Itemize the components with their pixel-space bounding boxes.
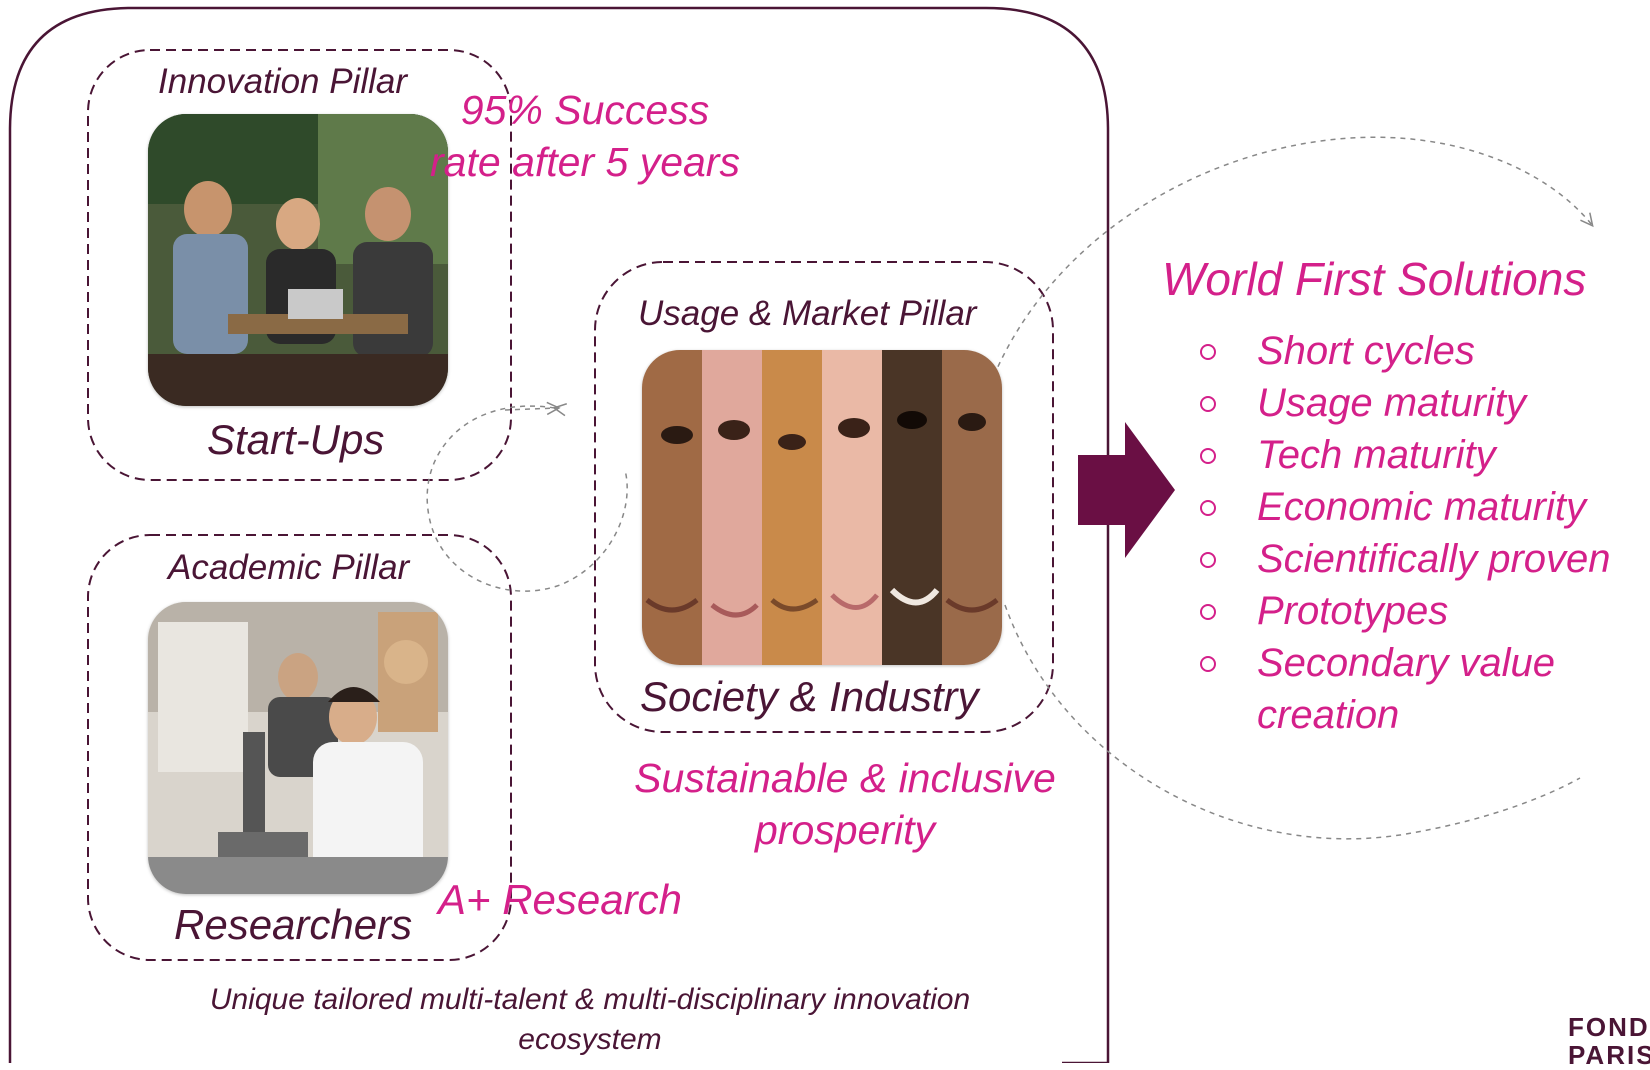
bullet-icon bbox=[1200, 448, 1216, 464]
bullet-icon bbox=[1200, 552, 1216, 568]
usage-pillar-caption: Society & Industry bbox=[640, 673, 979, 720]
innovation-stat: 95% Success rate after 5 years bbox=[430, 87, 740, 185]
academic-pillar-caption: Researchers bbox=[174, 901, 413, 948]
solutions-item: Prototypes bbox=[1200, 585, 1650, 637]
solutions-title: World First Solutions bbox=[1162, 253, 1587, 305]
solutions-item: Tech maturity bbox=[1200, 429, 1650, 481]
bullet-icon bbox=[1200, 396, 1216, 412]
innovation-pillar-caption: Start-Ups bbox=[207, 416, 385, 463]
pillar-connector-loop bbox=[426, 403, 628, 592]
solutions-item: Economic maturity bbox=[1200, 481, 1650, 533]
researchers-photo bbox=[148, 602, 448, 894]
solutions-list: Short cycles Usage maturity Tech maturit… bbox=[1200, 325, 1650, 741]
usage-pillar-title: Usage & Market Pillar bbox=[638, 294, 977, 333]
bullet-icon bbox=[1200, 344, 1216, 360]
pillar-connector-arrow bbox=[504, 401, 561, 416]
academic-stat: A+ Research bbox=[438, 876, 682, 923]
solutions-item: Short cycles bbox=[1200, 325, 1650, 377]
bullet-icon bbox=[1200, 604, 1216, 620]
startups-photo bbox=[148, 114, 448, 406]
logo-line: FOND bbox=[1568, 1012, 1650, 1042]
innovation-pillar-title: Innovation Pillar bbox=[158, 62, 408, 101]
solutions-item: Usage maturity bbox=[1200, 377, 1650, 429]
ecosystem-caption: Unique tailored multi-talent & multi-dis… bbox=[209, 983, 971, 1056]
usage-stat: Sustainable & inclusive prosperity bbox=[634, 755, 1056, 853]
solutions-item: Scientifically proven bbox=[1200, 533, 1650, 585]
bullet-icon bbox=[1200, 656, 1216, 672]
academic-pillar-title: Academic Pillar bbox=[168, 548, 410, 587]
solutions-arrow bbox=[1078, 422, 1175, 558]
faces-photo bbox=[642, 350, 1002, 665]
logo-line: PARIS bbox=[1568, 1040, 1650, 1070]
solutions-item: Secondary value creation bbox=[1200, 637, 1587, 741]
foundation-logo: FOND PARIS bbox=[1568, 1013, 1650, 1069]
bullet-icon bbox=[1200, 500, 1216, 516]
